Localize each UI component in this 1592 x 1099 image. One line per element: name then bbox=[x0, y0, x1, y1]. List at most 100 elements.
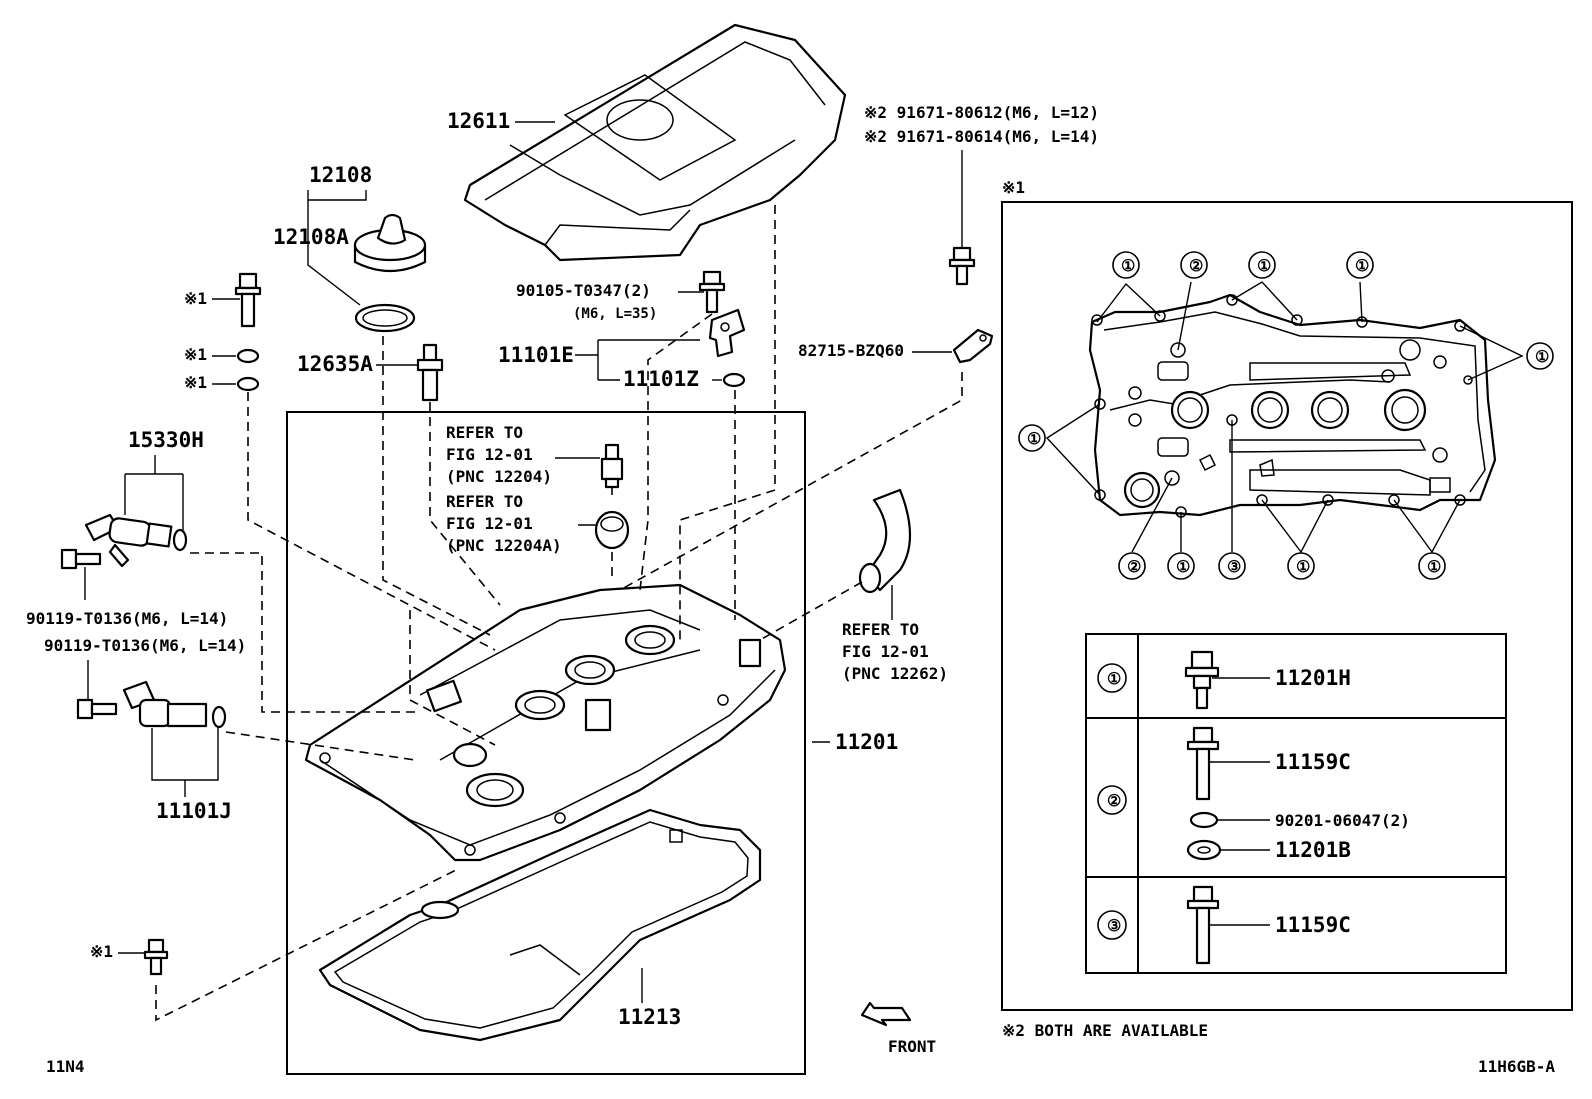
grommet-12204a[interactable] bbox=[594, 510, 630, 550]
svg-text:①: ① bbox=[1176, 557, 1190, 576]
cylinder-head-cover-11201[interactable] bbox=[304, 583, 787, 862]
plan-marker-1-b: ① bbox=[1248, 251, 1276, 279]
note-both-available: ※2 BOTH ARE AVAILABLE bbox=[1002, 1021, 1208, 1040]
front-arrow-icon bbox=[860, 1001, 912, 1027]
svg-text:②: ② bbox=[1127, 557, 1141, 576]
label-90105-spec: (M6, L=35) bbox=[573, 306, 657, 322]
bracket-82715[interactable] bbox=[952, 328, 994, 364]
svg-text:①: ① bbox=[1107, 669, 1121, 688]
legend-label-11159c-b: 11159C bbox=[1275, 913, 1351, 937]
legend-label-11201b: 11201B bbox=[1275, 838, 1351, 862]
svg-text:①: ① bbox=[1027, 429, 1041, 448]
pcv-valve-12204[interactable] bbox=[600, 443, 624, 489]
label-12108a: 12108A bbox=[273, 225, 349, 249]
label-90105: 90105-T0347(2) bbox=[516, 281, 651, 300]
legend-washer-11201b[interactable] bbox=[1186, 839, 1222, 861]
oil-filler-cap[interactable] bbox=[353, 213, 427, 272]
label-90119-b: 90119-T0136(M6, L=14) bbox=[44, 636, 246, 655]
cap-gasket[interactable] bbox=[354, 303, 416, 333]
ocv-valve-15330h[interactable] bbox=[84, 513, 188, 568]
plan-marker-1-g: ① bbox=[1287, 552, 1315, 580]
legend-bolt-11159c-a[interactable] bbox=[1186, 726, 1220, 801]
svg-text:①: ① bbox=[1427, 557, 1441, 576]
svg-text:(PNC 12262): (PNC 12262) bbox=[842, 664, 948, 683]
bolt-90119-a[interactable] bbox=[60, 548, 102, 570]
svg-text:①: ① bbox=[1535, 347, 1549, 366]
legend-key-3: ③ bbox=[1097, 910, 1127, 940]
plan-marker-1-a: ① bbox=[1112, 251, 1140, 279]
svg-text:FIG 12-01: FIG 12-01 bbox=[842, 642, 929, 661]
svg-text:FIG 12-01: FIG 12-01 bbox=[446, 445, 533, 464]
label-12611: 12611 bbox=[447, 109, 510, 133]
svg-text:REFER TO: REFER TO bbox=[446, 492, 523, 511]
plan-marker-2-b: ② bbox=[1118, 552, 1146, 580]
label-82715: 82715-BZQ60 bbox=[798, 341, 904, 360]
label-11101z: 11101Z bbox=[623, 367, 699, 391]
bolt-legend-table bbox=[1085, 633, 1507, 974]
sensor-11101e[interactable] bbox=[708, 308, 746, 358]
svg-text:①: ① bbox=[1355, 256, 1369, 275]
main-assembly-frame bbox=[286, 411, 806, 1075]
label-91671-b: ※2 91671-80614(M6, L=14) bbox=[864, 127, 1099, 146]
mark-1-washer: ※1 bbox=[184, 345, 207, 364]
engine-cover-12611[interactable] bbox=[463, 23, 847, 262]
bolt-bottom-left[interactable] bbox=[143, 938, 169, 976]
legend-label-11201h: 11201H bbox=[1275, 666, 1351, 690]
legend-bolt-11159c-b[interactable] bbox=[1186, 885, 1220, 965]
detail-frame bbox=[1001, 201, 1573, 1011]
mark-1-bolt: ※1 bbox=[184, 289, 207, 308]
svg-text:②: ② bbox=[1107, 791, 1121, 810]
label-11101e: 11101E bbox=[498, 343, 574, 367]
svg-text:③: ③ bbox=[1107, 916, 1121, 935]
refer-note-12204: REFER TO FIG 12-01 (PNC 12204) bbox=[446, 423, 552, 486]
plan-marker-1-f: ① bbox=[1167, 552, 1195, 580]
washer-left-1[interactable] bbox=[236, 348, 260, 364]
legend-key-2: ② bbox=[1097, 785, 1127, 815]
code-left: 11N4 bbox=[46, 1057, 85, 1076]
label-15330h: 15330H bbox=[128, 428, 204, 452]
gasket-11213[interactable] bbox=[318, 808, 762, 1042]
svg-text:③: ③ bbox=[1227, 557, 1241, 576]
bolt-top-left[interactable] bbox=[234, 272, 262, 328]
assembly-dashed-lines bbox=[155, 205, 963, 1022]
nut-left-1[interactable] bbox=[236, 376, 260, 392]
plan-marker-1-h: ① bbox=[1418, 552, 1446, 580]
svg-text:FIG 12-01: FIG 12-01 bbox=[446, 514, 533, 533]
bolt-91671[interactable] bbox=[948, 246, 976, 286]
bolt-90119-b[interactable] bbox=[76, 698, 118, 720]
cover-bolt-plan bbox=[1088, 293, 1497, 518]
label-90119-a: 90119-T0136(M6, L=14) bbox=[26, 609, 228, 628]
label-11101j: 11101J bbox=[156, 799, 232, 823]
legend-label-11159c-a: 11159C bbox=[1275, 750, 1351, 774]
plan-marker-3: ③ bbox=[1218, 552, 1246, 580]
ocv-valve-11101j[interactable] bbox=[122, 680, 227, 729]
label-11201: 11201 bbox=[835, 730, 898, 754]
legend-label-90201: 90201-06047(2) bbox=[1275, 811, 1410, 830]
plan-marker-1-d: ① bbox=[1526, 342, 1554, 370]
svg-text:(PNC 12204): (PNC 12204) bbox=[446, 467, 552, 486]
svg-text:REFER TO: REFER TO bbox=[842, 620, 919, 639]
label-91671-a: ※2 91671-80612(M6, L=12) bbox=[864, 103, 1099, 122]
svg-text:①: ① bbox=[1121, 256, 1135, 275]
svg-text:②: ② bbox=[1189, 256, 1203, 275]
label-11213: 11213 bbox=[618, 1005, 681, 1029]
mark-1-box: ※1 bbox=[1002, 178, 1025, 197]
code-right: 11H6GB-A bbox=[1478, 1057, 1555, 1076]
svg-text:REFER TO: REFER TO bbox=[446, 423, 523, 442]
legend-washer-90201[interactable] bbox=[1189, 811, 1219, 829]
svg-text:①: ① bbox=[1257, 256, 1271, 275]
plan-leader-lines bbox=[1045, 281, 1524, 554]
ventilation-hose-12262[interactable] bbox=[858, 488, 912, 594]
oring-11101z[interactable] bbox=[722, 372, 746, 388]
refer-note-12204a: REFER TO FIG 12-01 (PNC 12204A) bbox=[446, 492, 562, 555]
svg-text:①: ① bbox=[1296, 557, 1310, 576]
plan-marker-1-c: ① bbox=[1346, 251, 1374, 279]
label-12635a: 12635A bbox=[297, 352, 373, 376]
front-label: FRONT bbox=[888, 1037, 936, 1056]
mark-1-nut: ※1 bbox=[184, 373, 207, 392]
stud-12635a[interactable] bbox=[416, 343, 444, 402]
plan-marker-1-e: ① bbox=[1018, 424, 1046, 452]
legend-bolt-11201h[interactable] bbox=[1184, 650, 1220, 710]
bolt-90105[interactable] bbox=[698, 270, 726, 314]
